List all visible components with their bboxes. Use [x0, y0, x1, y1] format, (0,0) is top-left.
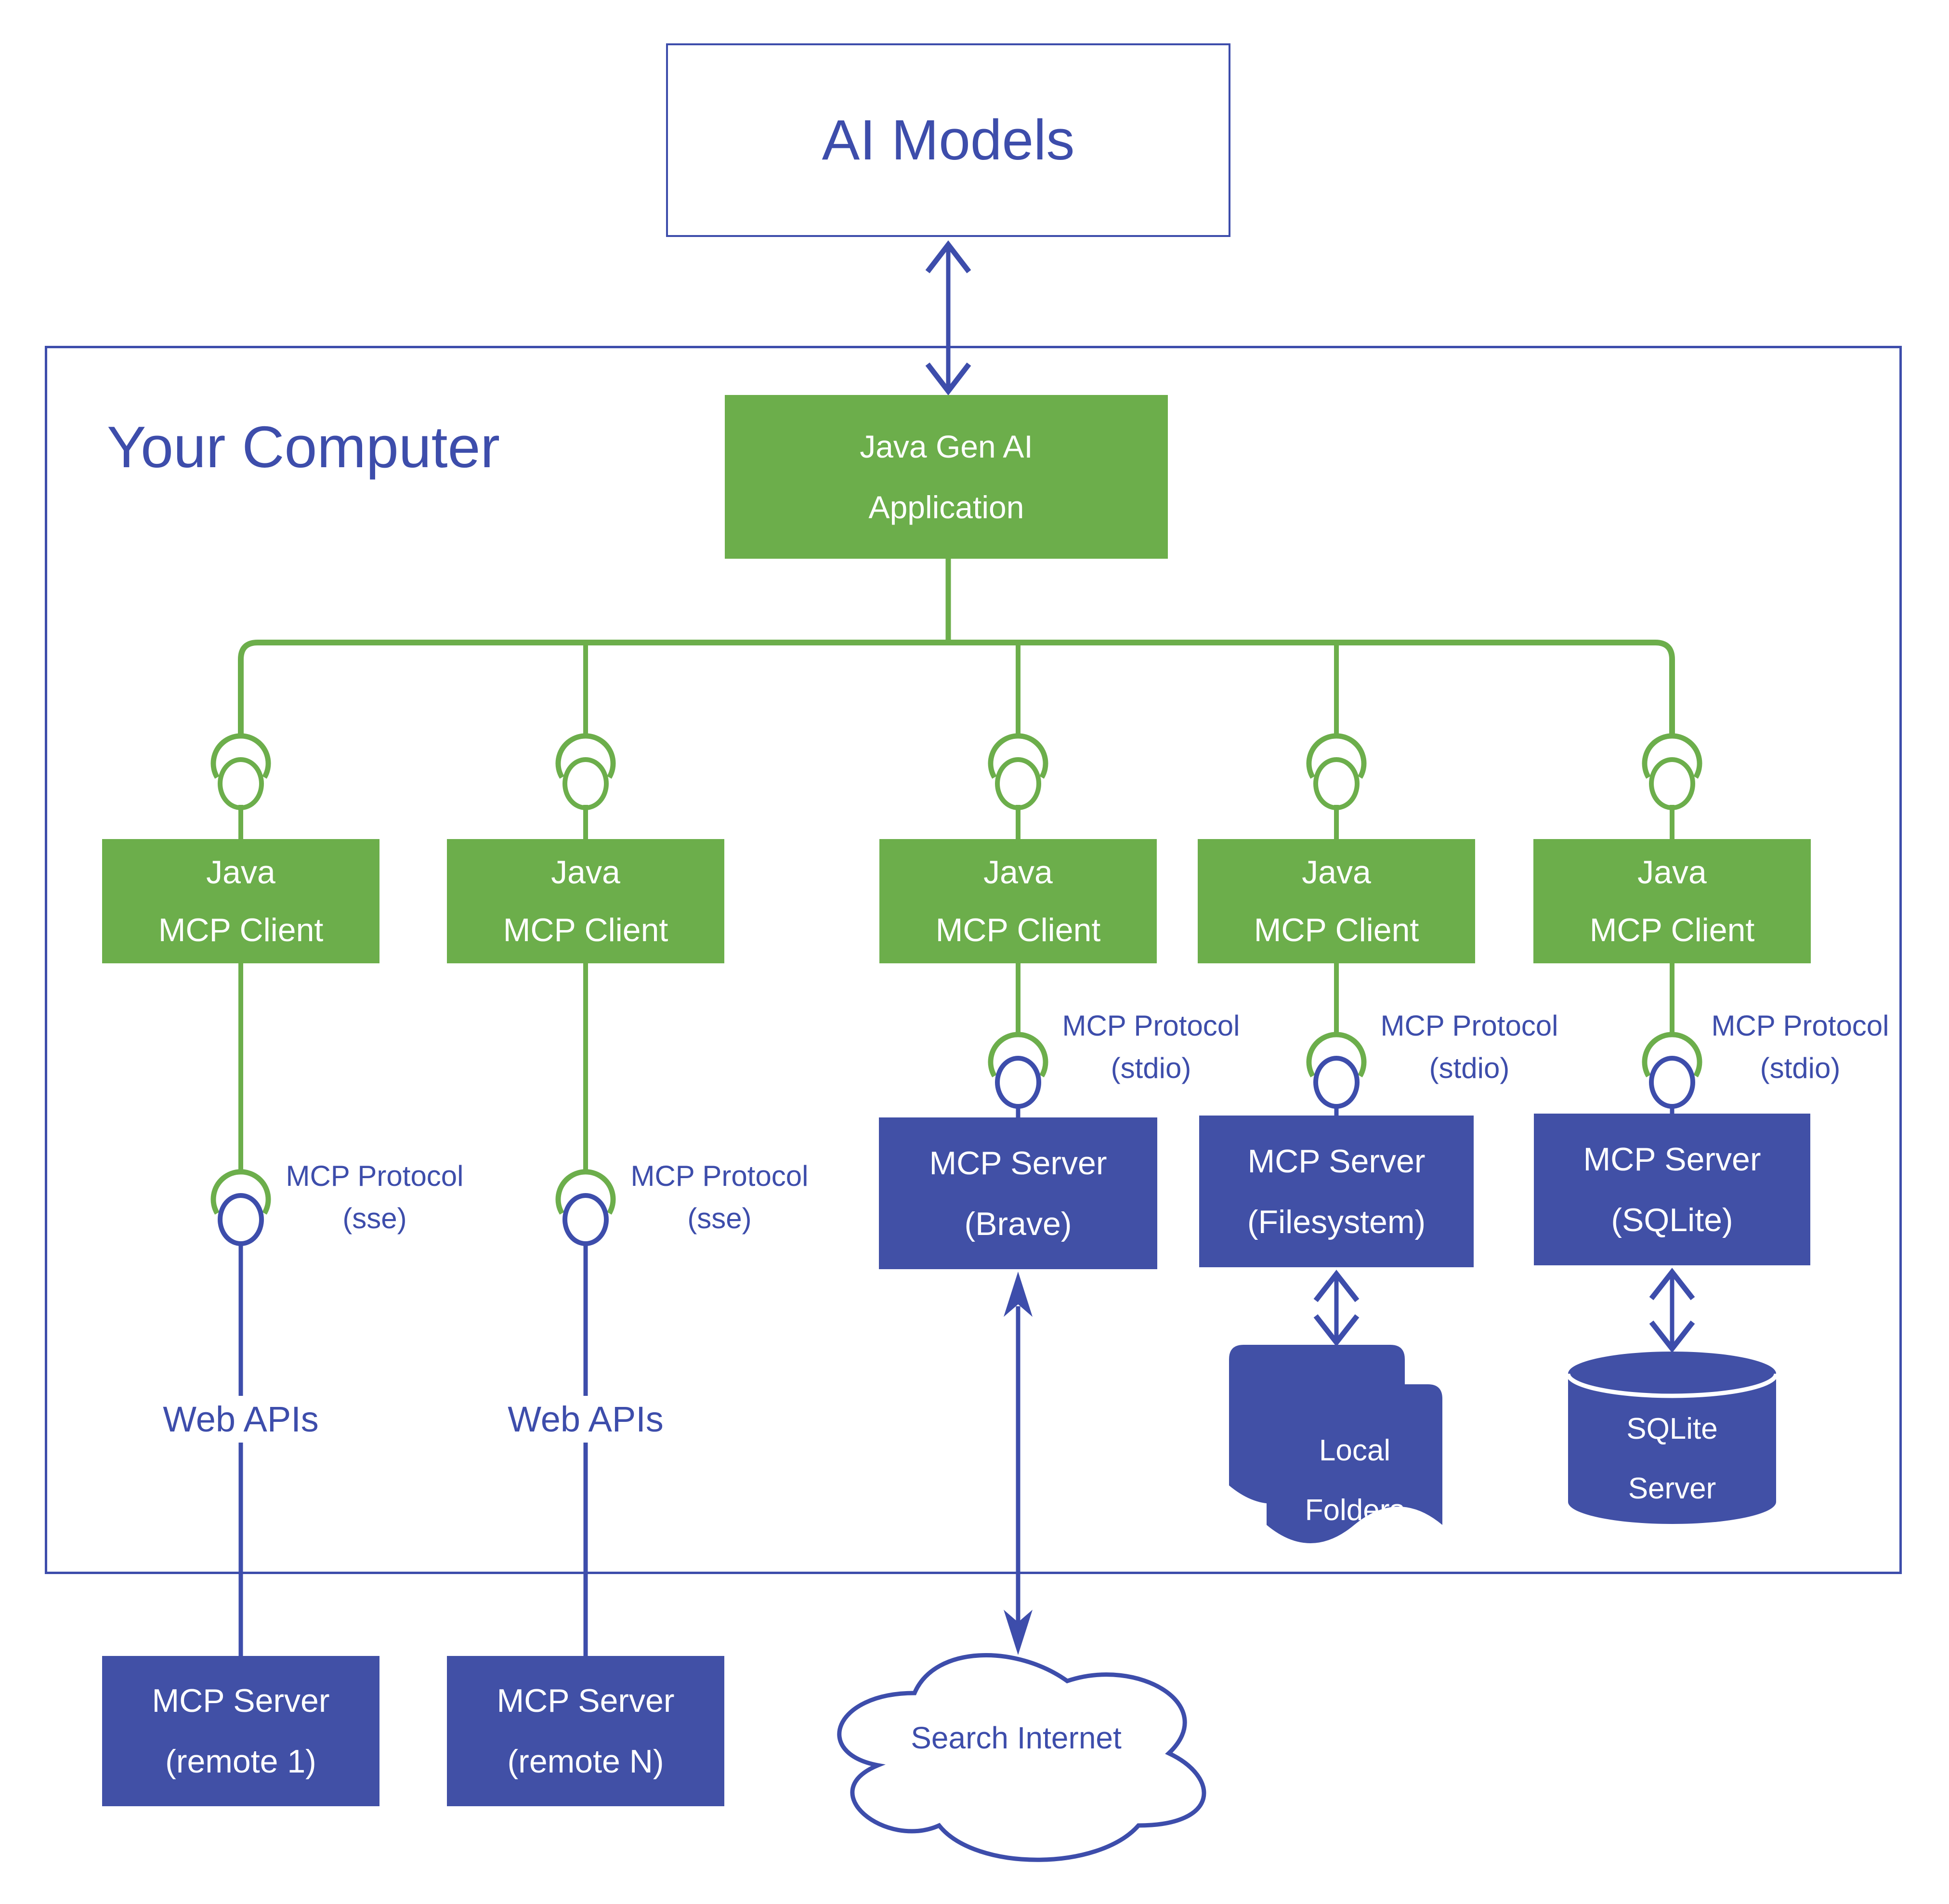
- app-box: Java Gen AI Application: [725, 395, 1168, 559]
- client-label: Java: [551, 854, 620, 891]
- mcp-client-box-4: Java MCP Client: [1198, 839, 1475, 963]
- sqlite-server-line: SQLite: [1626, 1412, 1718, 1445]
- mcp-server-sqlite-box: MCP Server (SQLite): [1534, 1114, 1810, 1265]
- mcp-client-box-1: Java MCP Client: [102, 839, 379, 963]
- app-label-line2: Application: [868, 489, 1024, 525]
- your-computer-container: [45, 346, 1902, 1574]
- client-tree-connector: [238, 559, 1675, 738]
- server-label: (SQLite): [1611, 1201, 1733, 1238]
- protocol-label-stdio-1: MCP Protocol (stdio): [1055, 1005, 1247, 1090]
- local-folders-line: Local: [1319, 1434, 1391, 1467]
- client-label: MCP Client: [158, 912, 324, 948]
- protocol-line: MCP Protocol: [1380, 1010, 1558, 1042]
- ai-app-arrow: [925, 240, 971, 396]
- client-label: Java: [206, 854, 275, 891]
- sqlite-server-label: SQLite Server: [1584, 1399, 1760, 1519]
- remote-label: MCP Server: [152, 1682, 330, 1719]
- sqlite-db-arrow: [1649, 1268, 1695, 1353]
- local-folders-shape: [1229, 1345, 1442, 1543]
- client-label: Java: [1637, 854, 1707, 891]
- protocol-label-stdio-3: MCP Protocol (stdio): [1709, 1005, 1892, 1090]
- server-label: (Brave): [964, 1205, 1072, 1242]
- protocol-line: (stdio): [1111, 1052, 1191, 1084]
- mcp-client-box-5: Java MCP Client: [1533, 839, 1811, 963]
- protocol-line: MCP Protocol: [1062, 1010, 1240, 1042]
- sse-connectors: [238, 963, 588, 1656]
- server-label: MCP Server: [1583, 1141, 1761, 1178]
- protocol-line: (stdio): [1760, 1052, 1841, 1084]
- protocol-line: (stdio): [1429, 1052, 1510, 1084]
- sqlite-server-line: Server: [1628, 1472, 1716, 1505]
- protocol-line: MCP Protocol: [630, 1160, 809, 1192]
- mcp-client-box-3: Java MCP Client: [879, 839, 1157, 963]
- remote-label: (remote N): [507, 1743, 664, 1780]
- protocol-line: (sse): [342, 1202, 407, 1234]
- protocol-label-stdio-2: MCP Protocol (stdio): [1373, 1005, 1566, 1090]
- local-folders-line: Folders: [1305, 1494, 1405, 1527]
- mcp-server-remote1-box: MCP Server (remote 1): [102, 1656, 379, 1806]
- remote-label: (remote 1): [165, 1743, 316, 1780]
- client-label: MCP Client: [935, 912, 1101, 948]
- search-internet-cloud: [837, 1653, 1206, 1862]
- mcp-client-box-2: Java MCP Client: [447, 839, 724, 963]
- brave-cloud-arrow: [1004, 1272, 1033, 1655]
- protocol-line: MCP Protocol: [1711, 1010, 1889, 1042]
- protocol-line: MCP Protocol: [286, 1160, 464, 1192]
- client-label: Java: [1302, 854, 1371, 891]
- filesystem-folders-arrow: [1313, 1270, 1360, 1347]
- client-stub-lines: [238, 805, 1674, 840]
- ai-models-label: AI Models: [822, 108, 1075, 172]
- remote-label: MCP Server: [497, 1682, 675, 1719]
- client-label: MCP Client: [1254, 912, 1419, 948]
- web-apis-label-1: Web APIs: [152, 1396, 330, 1443]
- sqlite-cylinder-shape: [1566, 1352, 1779, 1524]
- protocol-label-sse-2: MCP Protocol (sse): [623, 1155, 816, 1240]
- client-label: MCP Client: [1589, 912, 1755, 948]
- server-label: MCP Server: [1247, 1142, 1426, 1180]
- local-folders-label: Local Folders: [1279, 1421, 1431, 1540]
- ai-models-box: AI Models: [666, 43, 1230, 237]
- cloud-line: Search: [911, 1720, 1008, 1755]
- app-label-line1: Java Gen AI: [860, 429, 1033, 464]
- search-internet-label: Search Internet: [894, 1713, 1138, 1763]
- protocol-label-sse-1: MCP Protocol (sse): [278, 1155, 471, 1240]
- web-apis-label-2: Web APIs: [497, 1396, 675, 1443]
- server-label: MCP Server: [929, 1144, 1107, 1182]
- protocol-line: (sse): [687, 1202, 752, 1234]
- server-label: (Filesystem): [1247, 1203, 1426, 1240]
- client-label: MCP Client: [503, 912, 668, 948]
- client-label: Java: [983, 854, 1053, 891]
- cloud-line: Internet: [1017, 1720, 1122, 1755]
- mcp-server-remoteN-box: MCP Server (remote N): [447, 1656, 724, 1806]
- your-computer-label: Your Computer: [107, 414, 500, 480]
- mcp-server-brave-box: MCP Server (Brave): [879, 1117, 1157, 1269]
- mcp-server-filesystem-box: MCP Server (Filesystem): [1199, 1116, 1474, 1267]
